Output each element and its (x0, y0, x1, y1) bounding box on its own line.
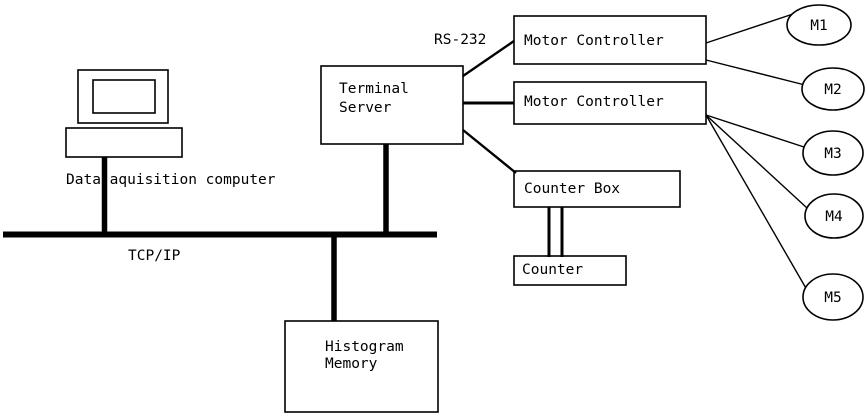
motor-4-ellipse (804, 193, 864, 239)
histogram-memory-box (284, 320, 439, 413)
motor-5-label: M5 (824, 290, 841, 306)
monitor-screen (92, 79, 156, 114)
counter-box (513, 170, 681, 208)
motor-2-ellipse (801, 67, 865, 111)
motor-controller-2-label: Motor Controller (524, 94, 664, 110)
motor-controller-2-to-motor-5-link (705, 114, 808, 291)
motor-1-ellipse (786, 4, 852, 46)
counter-box-label: Counter Box (524, 181, 620, 197)
terminal-server-to-counter-box-link (462, 129, 517, 174)
motor-4-label: M4 (825, 209, 843, 225)
motor-1-label: M1 (810, 18, 827, 34)
counter-box-device (513, 255, 627, 286)
terminal-server-to-motor-controller-1-link (462, 40, 515, 77)
histogram-memory-label-line2: Memory (325, 356, 378, 372)
motor-controller-1-to-motor-1-link (705, 13, 794, 44)
motor-controller-2-to-motor-4-link (705, 114, 808, 209)
motor-controller-2-to-motor-3-link (705, 114, 808, 149)
counter-label: Counter (522, 262, 583, 278)
motor-5-ellipse (802, 273, 864, 321)
terminal-server-box (320, 65, 464, 145)
motor-2-label: M2 (824, 82, 841, 98)
motor-3-ellipse (802, 130, 864, 176)
computer-base (65, 127, 183, 158)
motor-3-label: M3 (824, 146, 841, 162)
motor-controller-1-to-motor-2-link (705, 59, 806, 86)
terminal-server-label-line1: Terminal (339, 81, 409, 97)
terminal-server-label-line2: Server (339, 100, 392, 116)
data-acquisition-computer-caption: Data aquisition computer (66, 172, 276, 188)
histogram-memory-label-line1: Histogram (325, 339, 404, 355)
motor-controller-1-box (513, 15, 707, 65)
motor-controller-1-label: Motor Controller (524, 33, 664, 49)
rs232-link-label: RS-232 (434, 32, 486, 48)
tcpip-bus-label: TCP/IP (128, 248, 181, 264)
